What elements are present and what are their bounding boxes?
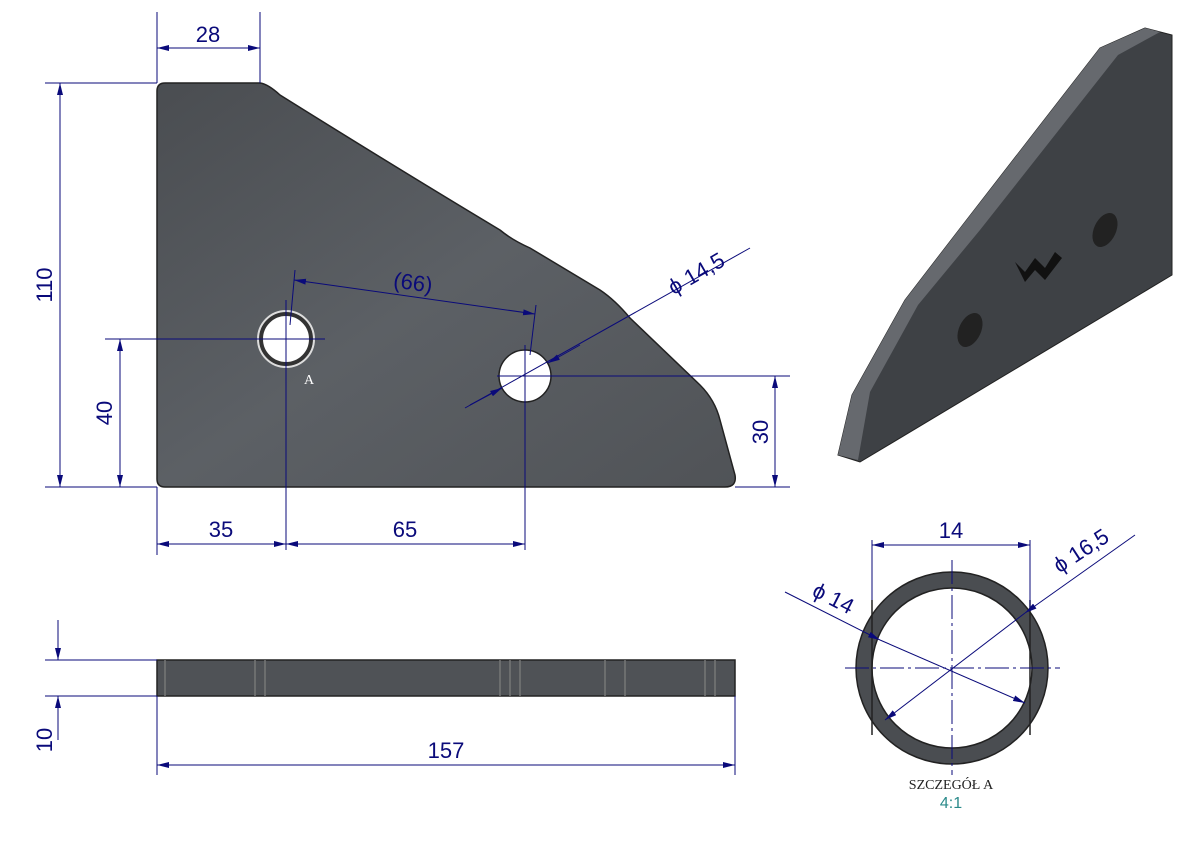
- dim-hole-spacing: 65: [393, 517, 417, 542]
- dim-length: 157: [428, 738, 465, 763]
- detail-scale: 4:1: [940, 795, 962, 812]
- detail-title: SZCZEGÓŁ A: [909, 776, 994, 793]
- dim-hole2-height: 30: [748, 420, 773, 444]
- dim-outer-diameter: ϕ 16,5: [1048, 524, 1113, 578]
- dim-hole-distance: (66): [392, 267, 434, 297]
- plate-outline: [156, 82, 737, 488]
- dim-thickness: 10: [32, 728, 57, 752]
- dim-detail-width: 14: [939, 518, 963, 543]
- isometric-view: [837, 27, 1173, 463]
- dim-top-width: 28: [196, 22, 220, 47]
- detail-marker: A: [304, 373, 315, 388]
- dim-inner-diameter: ϕ 14: [809, 577, 859, 619]
- dim-hole-diameter: ϕ 14,5: [663, 247, 729, 299]
- dim-height: 110: [32, 267, 57, 302]
- side-view: 10 157: [32, 620, 736, 775]
- dim-hole-offset: 35: [209, 517, 233, 542]
- detail-view: 14 ϕ 14 ϕ 16,5 SZCZEGÓŁ A 4:1: [784, 518, 1136, 812]
- logo-mark: [1015, 252, 1062, 282]
- dim-hole-height: 40: [92, 401, 117, 425]
- front-view: A 28 110 40 30 35 65 (66) ϕ 14,5: [32, 12, 790, 555]
